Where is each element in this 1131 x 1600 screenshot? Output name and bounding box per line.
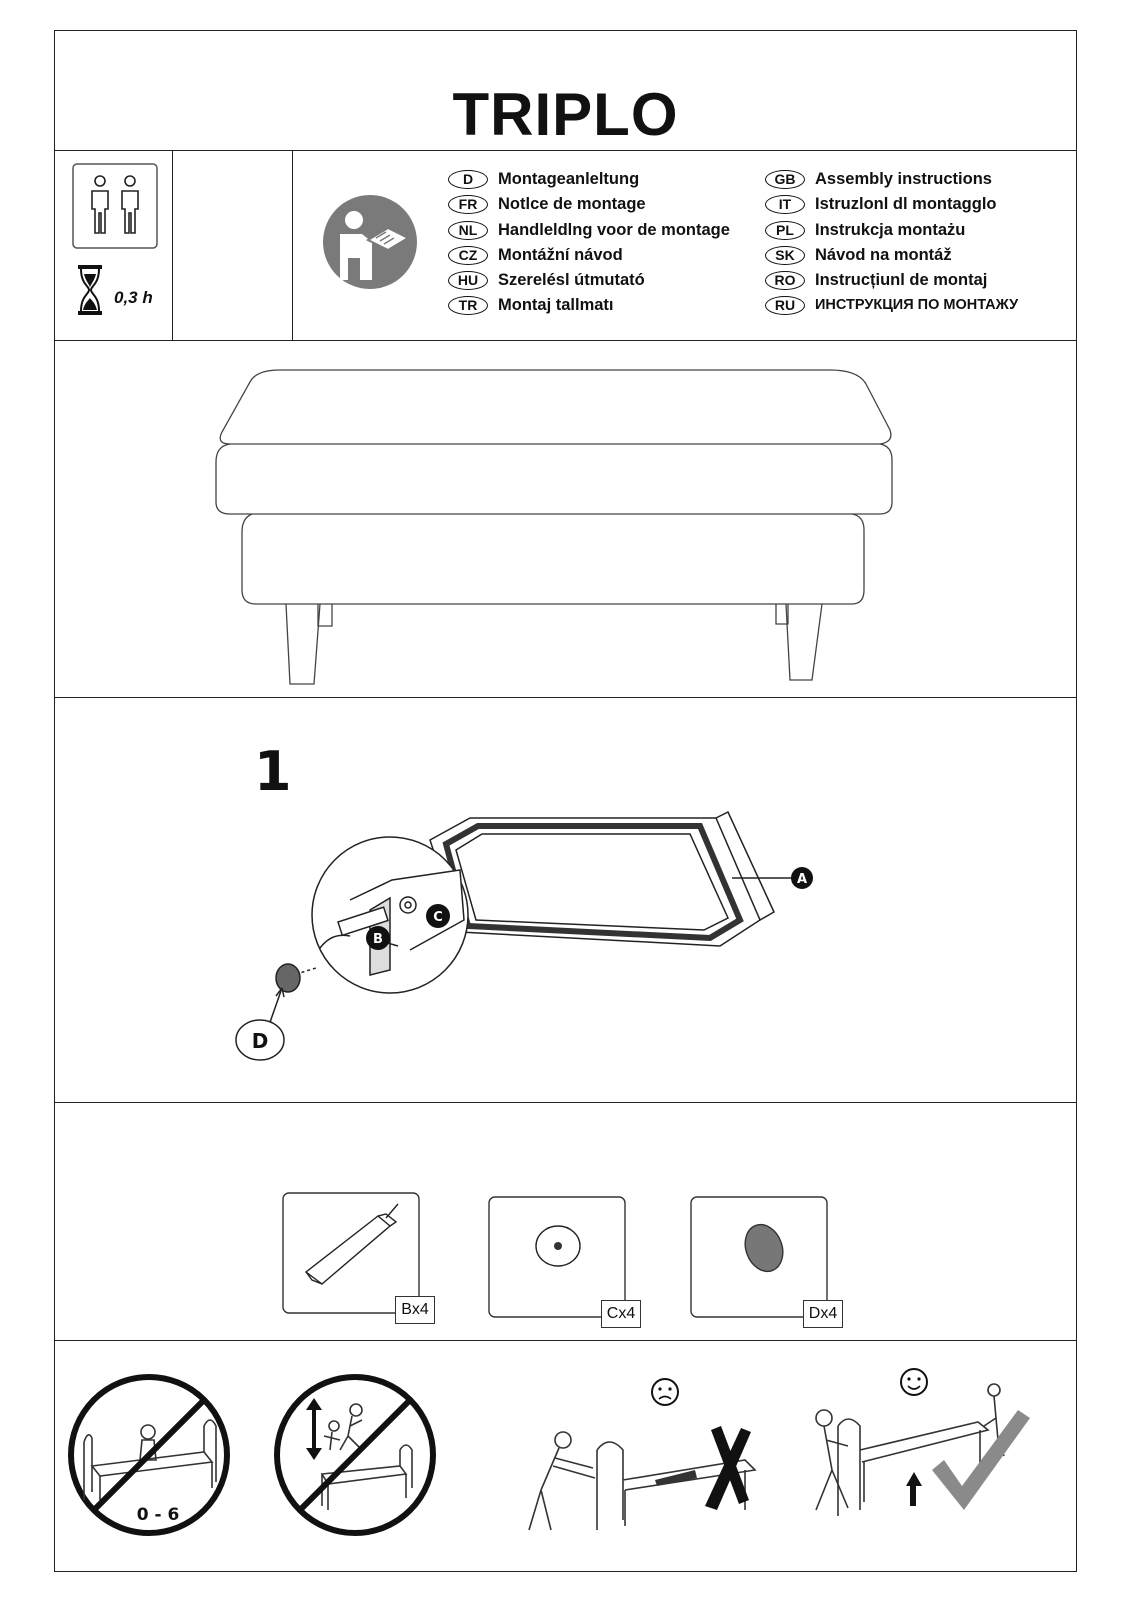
language-item: NL Handleldlng voor de montage [448,219,730,241]
language-label: Instrukcja montażu [815,220,966,239]
part-washer-box [488,1196,626,1318]
language-item: HU Szerelésl útmutató [448,269,645,291]
language-label: Notlce de montage [498,194,646,213]
part-d-quantity: Dx4 [803,1300,843,1328]
callout-c: C [433,910,443,925]
step-number: 1 [254,740,292,803]
callout-b: B [373,932,383,947]
language-label: Istruzlonl dl montagglo [815,194,997,213]
two-people-icon [72,163,158,249]
language-item: CZ Montážní návod [448,244,623,266]
divider [54,1340,1077,1341]
ottoman-illustration [215,369,893,685]
step-1-diagram: A B C D [235,810,813,1061]
language-item: RO Instrucțiunl de montaj [765,269,987,291]
language-code: NL [448,220,488,240]
divider [172,150,173,340]
divider [292,150,293,340]
language-item: TR Montaj tallmatı [448,294,614,316]
language-label: ИНСТРУКЦИЯ ПО МОНТАЖУ [815,297,1019,313]
part-c-quantity: Cx4 [601,1300,641,1328]
language-code: IT [765,194,805,214]
callout-d: D [252,1029,269,1053]
language-label: Szerelésl útmutató [498,270,645,289]
language-item: RU ИНСТРУКЦИЯ ПО МОНТАЖУ [765,294,1018,316]
language-item: FR Notlce de montage [448,193,646,215]
language-label: Návod na montáž [815,245,952,264]
happy-face-icon [900,1368,928,1396]
language-item: GB Assembly instructions [765,168,992,190]
check-mark-icon [932,1410,1030,1510]
language-code: GB [765,169,805,189]
assembly-time: 0,3 h [114,288,153,307]
hourglass-icon [78,265,102,315]
no-baby-icon: 0 - 6 [68,1374,230,1536]
language-code: FR [448,194,488,214]
divider [54,697,1077,698]
language-code: PL [765,220,805,240]
language-label: Montážní návod [498,245,623,264]
age-label: 0 - 6 [137,1505,180,1525]
language-code: HU [448,270,488,290]
language-code: SK [765,245,805,265]
language-item: SK Návod na montáž [765,244,952,266]
cross-mark-icon [705,1426,751,1510]
language-code: RO [765,270,805,290]
language-label: Instrucțiunl de montaj [815,270,988,289]
language-code: D [448,169,488,189]
read-manual-icon [323,195,417,289]
no-jumping-icon [274,1374,436,1536]
language-code: TR [448,295,488,315]
language-label: Handleldlng voor de montage [498,220,730,239]
part-b-quantity: Bx4 [395,1296,435,1324]
divider [54,340,1077,341]
part-leg-box [282,1192,420,1314]
sad-face-icon [651,1378,679,1406]
divider [54,150,1077,151]
language-item: PL Instrukcja montażu [765,219,965,241]
callout-a: A [797,872,807,887]
language-item: D Montageanleltung [448,168,639,190]
document-title: TRIPLO [452,81,679,148]
language-label: Montageanleltung [498,169,640,188]
language-code: RU [765,295,805,315]
correct-lifting-illustration [815,1368,1030,1516]
language-code: CZ [448,245,488,265]
language-item: IT Istruzlonl dl montagglo [765,193,996,215]
part-glide-box [690,1196,828,1318]
divider [54,1102,1077,1103]
language-label: Montaj tallmatı [498,295,614,314]
language-label: Assembly instructions [815,169,992,188]
wrong-dragging-illustration [528,1378,757,1531]
page-frame [54,30,1077,1572]
